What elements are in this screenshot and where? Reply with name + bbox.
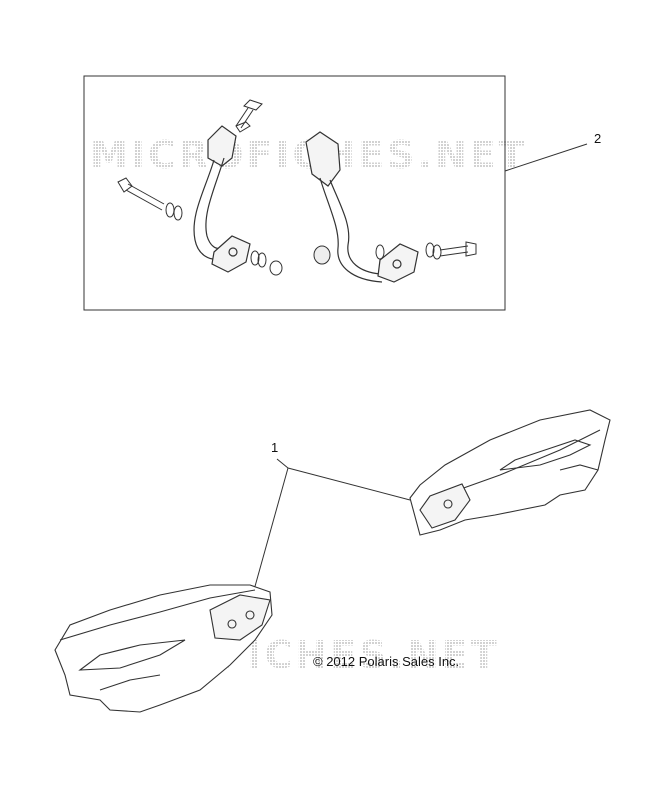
hardware-left [117, 99, 283, 276]
leader-lines-1 [253, 458, 411, 591]
callout-2: 2 [594, 131, 602, 146]
hand-guard-left [54, 584, 273, 713]
copyright-text: © 2012 Polaris Sales Inc. [313, 654, 460, 669]
kit-box [83, 75, 506, 311]
callout-1: 1 [271, 440, 279, 455]
leader-line-2 [504, 143, 588, 172]
hardware-right [313, 241, 477, 265]
hand-guard-right [409, 409, 611, 536]
mount-bracket-left [193, 125, 251, 273]
mount-bracket-right [305, 131, 419, 283]
